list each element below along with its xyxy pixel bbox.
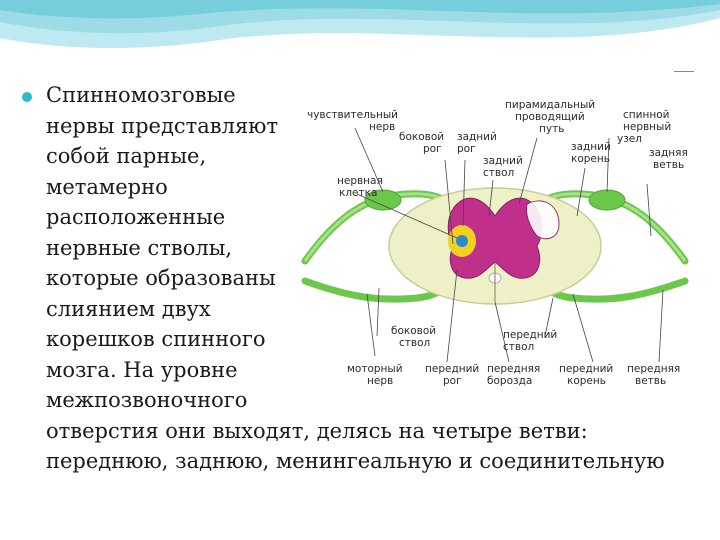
label-pyramidal-tract: проводящий bbox=[515, 111, 585, 123]
text-line: переднюю, заднюю, менингеальную и соедин… bbox=[46, 446, 686, 477]
label-posterior-root: корень bbox=[571, 153, 610, 165]
label-sensory-nerve: нерв bbox=[369, 121, 395, 133]
label-spinal-ganglion: спинной bbox=[623, 109, 669, 121]
label-posterior-root: задний bbox=[571, 141, 611, 153]
label-lateral-horn: рог bbox=[423, 143, 442, 155]
label-motor-nerve: моторный bbox=[347, 363, 403, 375]
label-sensory-nerve: чувствительный bbox=[307, 109, 398, 121]
label-anterior-horn: передний bbox=[425, 363, 479, 375]
spinal-ganglion-right bbox=[589, 190, 625, 210]
label-spinal-ganglion: нервный bbox=[623, 121, 671, 133]
label-nerve-cell: клетка bbox=[339, 187, 377, 199]
label-anterior-branch: передняя bbox=[627, 363, 680, 375]
label-motor-nerve: нерв bbox=[367, 375, 393, 387]
label-lateral-trunk: ствол bbox=[399, 337, 430, 349]
bullet-marker bbox=[22, 92, 32, 102]
label-anterior-branch: ветвь bbox=[635, 375, 666, 387]
label-posterior-horn: задний bbox=[457, 131, 497, 143]
label-posterior-trunk: задний bbox=[483, 155, 523, 167]
text-line: отверстия они выходят, делясь на четыре … bbox=[46, 416, 686, 447]
label-anterior-horn: рог bbox=[443, 375, 462, 387]
spinal-cord-diagram: чувствительный нерв пирамидальный провод… bbox=[297, 66, 693, 396]
label-anterior-root: передний bbox=[559, 363, 613, 375]
label-anterior-trunk: передний bbox=[503, 329, 557, 341]
label-anterior-fissure: борозда bbox=[487, 375, 532, 387]
label-nerve-cell: нервная bbox=[337, 175, 383, 187]
label-anterior-fissure: передняя bbox=[487, 363, 540, 375]
label-pyramidal-tract: путь bbox=[539, 123, 564, 135]
label-anterior-root: корень bbox=[567, 375, 606, 387]
label-lateral-trunk: боковой bbox=[391, 325, 436, 337]
label-lateral-horn: боковой bbox=[399, 131, 444, 143]
label-posterior-branch: задняя bbox=[649, 147, 688, 159]
label-posterior-trunk: ствол bbox=[483, 167, 514, 179]
label-anterior-trunk: ствол bbox=[503, 341, 534, 353]
label-posterior-branch: ветвь bbox=[653, 159, 684, 171]
label-pyramidal-tract: пирамидальный bbox=[505, 99, 595, 111]
label-spinal-ganglion: узел bbox=[617, 133, 642, 145]
label-posterior-horn: рог bbox=[457, 143, 476, 155]
